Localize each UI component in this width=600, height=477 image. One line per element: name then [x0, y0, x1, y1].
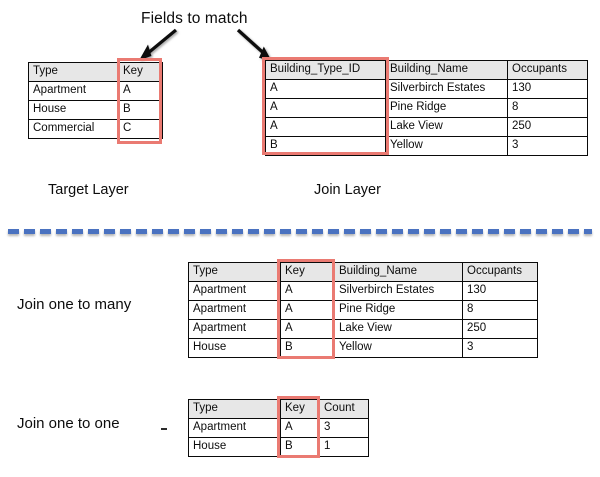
diagram-title: Fields to match [141, 10, 248, 27]
cell-building-name: Yellow [385, 136, 508, 156]
cell-building-type-id: A [265, 79, 386, 99]
table-row: Commercial C [28, 119, 163, 139]
cell-key: B [280, 338, 335, 358]
cell-building-name: Lake View [385, 117, 508, 137]
table-row: House B Yellow 3 [188, 338, 538, 358]
cell-building-name: Silverbirch Estates [385, 79, 508, 99]
cell-type: Apartment [188, 300, 281, 320]
join-layer-table: Building_Type_ID Building_Name Occupants… [265, 60, 588, 156]
cell-occupants: 8 [462, 300, 538, 320]
column-header-type: Type [28, 62, 119, 82]
cell-type: House [28, 100, 119, 120]
table-row: Apartment A Lake View 250 [188, 319, 538, 339]
table-row: A Lake View 250 [265, 117, 588, 137]
stray-mark [161, 428, 167, 430]
table-row: A Pine Ridge 8 [265, 98, 588, 118]
cell-building-name: Silverbirch Estates [334, 281, 463, 301]
cell-building-name: Pine Ridge [334, 300, 463, 320]
cell-type: Apartment [188, 418, 281, 438]
column-header-occupants: Occupants [507, 60, 588, 80]
join-one-to-many-table: Type Key Building_Name Occupants Apartme… [188, 262, 538, 358]
column-header-type: Type [188, 399, 281, 419]
join-one-to-one-table: Type Key Count Apartment A 3 House B 1 [188, 399, 369, 457]
cell-occupants: 8 [507, 98, 588, 118]
join-one-to-one-label: Join one to one [17, 415, 120, 432]
table-row: Apartment A 3 [188, 418, 369, 438]
column-header-type: Type [188, 262, 281, 282]
cell-occupants: 3 [462, 338, 538, 358]
cell-key: A [280, 418, 320, 438]
column-header-key: Key [280, 262, 335, 282]
arrow-to-target-key-icon [130, 26, 184, 66]
cell-count: 3 [319, 418, 369, 438]
target-layer-label: Target Layer [48, 182, 129, 198]
table-header-row: Type Key Count [188, 399, 369, 419]
cell-key: A [118, 81, 163, 101]
column-header-key: Key [280, 399, 320, 419]
table-header-row: Type Key [28, 62, 163, 82]
column-header-building-type-id: Building_Type_ID [265, 60, 386, 80]
table-row: Apartment A [28, 81, 163, 101]
table-row: B Yellow 3 [265, 136, 588, 156]
cell-key: A [280, 319, 335, 339]
cell-occupants: 130 [462, 281, 538, 301]
cell-key: B [118, 100, 163, 120]
table-row: Apartment A Pine Ridge 8 [188, 300, 538, 320]
cell-building-name: Lake View [334, 319, 463, 339]
cell-building-name: Yellow [334, 338, 463, 358]
column-header-count: Count [319, 399, 369, 419]
column-header-building-name: Building_Name [385, 60, 508, 80]
cell-key: A [280, 300, 335, 320]
cell-type: House [188, 437, 281, 457]
cell-occupants: 130 [507, 79, 588, 99]
cell-key: C [118, 119, 163, 139]
cell-key: A [280, 281, 335, 301]
table-row: Apartment A Silverbirch Estates 130 [188, 281, 538, 301]
cell-type: Commercial [28, 119, 119, 139]
cell-occupants: 250 [507, 117, 588, 137]
table-row: House B [28, 100, 163, 120]
table-header-row: Type Key Building_Name Occupants [188, 262, 538, 282]
column-header-building-name: Building_Name [334, 262, 463, 282]
column-header-key: Key [118, 62, 163, 82]
cell-building-type-id: B [265, 136, 386, 156]
cell-building-type-id: A [265, 117, 386, 137]
cell-building-type-id: A [265, 98, 386, 118]
cell-type: Apartment [188, 319, 281, 339]
cell-occupants: 250 [462, 319, 538, 339]
cell-type: Apartment [28, 81, 119, 101]
join-layer-label: Join Layer [314, 182, 381, 198]
table-row: House B 1 [188, 437, 369, 457]
target-layer-table: Type Key Apartment A House B Commercial … [28, 62, 163, 139]
cell-key: B [280, 437, 320, 457]
join-one-to-many-label: Join one to many [17, 296, 132, 313]
cell-count: 1 [319, 437, 369, 457]
section-divider [8, 229, 592, 234]
cell-occupants: 3 [507, 136, 588, 156]
table-row: A Silverbirch Estates 130 [265, 79, 588, 99]
cell-type: Apartment [188, 281, 281, 301]
column-header-occupants: Occupants [462, 262, 538, 282]
cell-building-name: Pine Ridge [385, 98, 508, 118]
cell-type: House [188, 338, 281, 358]
table-header-row: Building_Type_ID Building_Name Occupants [265, 60, 588, 80]
